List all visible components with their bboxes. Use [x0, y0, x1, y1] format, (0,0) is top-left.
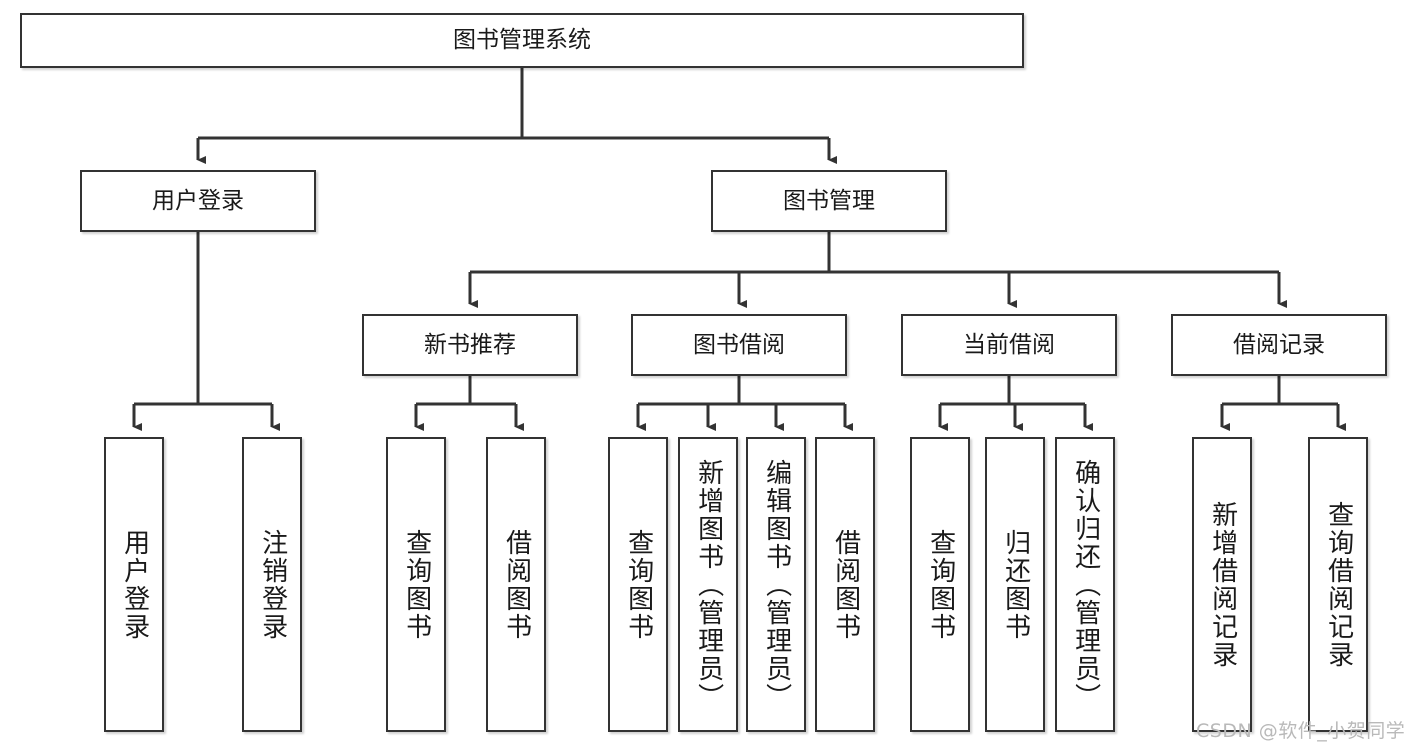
- edge-group-root: [196, 68, 837, 164]
- node-leaf-query-book-recommend[interactable]: 查询图书: [386, 437, 446, 732]
- node-label: 图书管理: [783, 187, 875, 214]
- node-leaf-logout-login[interactable]: 注销登录: [242, 437, 302, 732]
- node-leaf-query-book-current[interactable]: 查询图书: [910, 437, 970, 732]
- edge-group-book-borrow: [636, 376, 853, 431]
- node-leaf-borrow-book-recommend[interactable]: 借阅图书: [486, 437, 546, 732]
- node-label: 新增借阅记录: [1207, 500, 1238, 669]
- node-current-borrow[interactable]: 当前借阅: [901, 314, 1117, 376]
- node-root-system[interactable]: 图书管理系统: [20, 13, 1024, 68]
- edge-group-book-manage: [468, 232, 1287, 308]
- node-label: 用户登录: [152, 187, 244, 214]
- node-leaf-query-borrow-record[interactable]: 查询借阅记录: [1308, 437, 1368, 732]
- node-label: 图书管理系统: [453, 27, 591, 54]
- node-label: 借阅图书: [501, 528, 532, 641]
- node-new-book-recommend[interactable]: 新书推荐: [362, 314, 578, 376]
- edge-group-current-borrow: [938, 376, 1093, 431]
- node-label: 借阅记录: [1233, 331, 1325, 358]
- node-label: 图书借阅: [693, 331, 785, 358]
- node-label: 借阅图书: [830, 528, 861, 641]
- node-label: 当前借阅: [963, 331, 1055, 358]
- node-label: 新增图书（管理员）: [693, 458, 724, 711]
- node-leaf-edit-book-admin[interactable]: 编辑图书（管理员）: [746, 437, 806, 732]
- node-borrow-record[interactable]: 借阅记录: [1171, 314, 1387, 376]
- node-leaf-borrow-book[interactable]: 借阅图书: [815, 437, 875, 732]
- node-label: 编辑图书（管理员）: [761, 458, 792, 711]
- node-label: 查询图书: [623, 528, 654, 641]
- node-book-borrow[interactable]: 图书借阅: [631, 314, 847, 376]
- node-label: 查询图书: [401, 528, 432, 641]
- node-label: 用户登录: [119, 528, 150, 641]
- node-label: 注销登录: [257, 528, 288, 641]
- edge-group-user-login: [132, 232, 280, 431]
- node-leaf-user-login[interactable]: 用户登录: [104, 437, 164, 732]
- node-leaf-return-book[interactable]: 归还图书: [985, 437, 1045, 732]
- node-leaf-add-borrow-record[interactable]: 新增借阅记录: [1192, 437, 1252, 732]
- edge-group-borrow-record: [1220, 376, 1346, 431]
- csdn-watermark: CSDN @软件_小贺同学: [1196, 720, 1405, 742]
- edge-group-new-book-recommend: [414, 376, 524, 431]
- node-leaf-add-book-admin[interactable]: 新增图书（管理员）: [678, 437, 738, 732]
- node-user-login[interactable]: 用户登录: [80, 170, 316, 232]
- node-leaf-query-book-borrow[interactable]: 查询图书: [608, 437, 668, 732]
- node-label: 查询图书: [925, 528, 956, 641]
- node-label: 新书推荐: [424, 331, 516, 358]
- node-label: 查询借阅记录: [1323, 500, 1354, 669]
- node-label: 归还图书: [1000, 528, 1031, 641]
- node-label: 确认归还（管理员）: [1070, 458, 1101, 711]
- node-leaf-confirm-return-admin[interactable]: 确认归还（管理员）: [1055, 437, 1115, 732]
- node-book-manage[interactable]: 图书管理: [711, 170, 947, 232]
